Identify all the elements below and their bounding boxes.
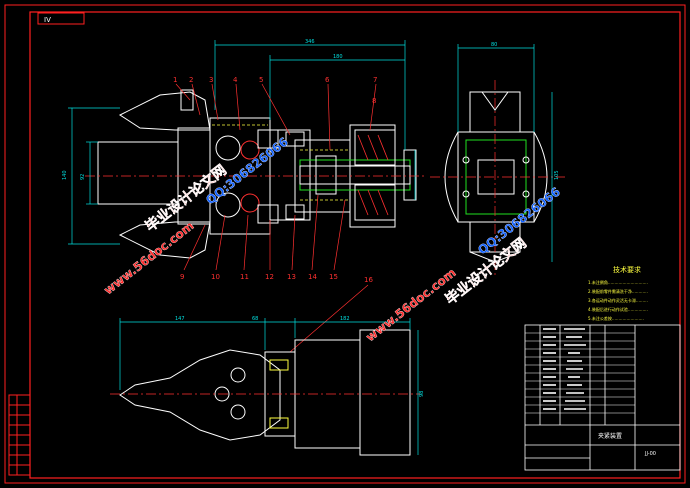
tech-req-line: 1.未注倒角………………………… [588, 279, 648, 285]
part-number: 14 [308, 273, 317, 281]
tech-req-line: 3.各运动件动作灵活无卡滞……… [588, 297, 648, 303]
part-leaders [175, 83, 377, 353]
part-number: 10 [211, 273, 220, 281]
dim-bottom-left: 147 [175, 316, 185, 322]
sheet-tag-box [37, 12, 85, 25]
front-view [97, 89, 417, 259]
part-number: 11 [240, 273, 249, 281]
outer-frame [4, 4, 686, 484]
dim-left-inner: 92 [80, 174, 86, 180]
part-number: 9 [180, 273, 184, 281]
part-number: 3 [209, 76, 213, 84]
bom-text-marks [543, 328, 586, 410]
title-block [524, 324, 681, 471]
tech-req-lines: 1.未注倒角………………………… 2.装配前零件需清洗干净………… 3.各运动件… [588, 279, 648, 321]
part-number: 15 [329, 273, 338, 281]
front-dimensions [68, 40, 416, 245]
part-number: 13 [287, 273, 296, 281]
drawing-number: JJ-00 [644, 451, 656, 457]
dim-side-height: 105 [554, 170, 560, 180]
part-number: 7 [373, 76, 377, 84]
part-number: 5 [259, 76, 263, 84]
dim-left-outer: 140 [62, 170, 68, 180]
dim-bottom-right: 182 [340, 316, 350, 322]
tech-req-line: 2.装配前零件需清洗干净………… [588, 288, 648, 294]
part-number: 16 [364, 276, 373, 284]
sheet-tag: IV [44, 16, 51, 24]
tech-req-line: 5.未注公差按…………………… [588, 315, 644, 321]
part-number: 12 [265, 273, 274, 281]
part-number: 6 [325, 76, 330, 84]
part-number: 2 [189, 76, 193, 84]
watermark-site: www.56doc.com [363, 266, 458, 345]
left-margin-strip [8, 394, 31, 476]
tech-req-heading: 技术要求 [613, 265, 641, 274]
part-number: 1 [173, 76, 177, 84]
dim-side-width: 80 [491, 42, 497, 48]
side-dimensions [457, 44, 553, 262]
dim-top-inner: 180 [333, 54, 343, 60]
inner-frame [29, 11, 681, 479]
bom-rows [525, 332, 635, 414]
part-number: 4 [233, 76, 238, 84]
part-numbers: 1 2 3 4 5 6 7 8 9 10 11 12 13 14 15 16 [173, 76, 377, 284]
bottom-dimensions [119, 318, 419, 455]
tech-req-line: 4.装配后进行动作试验…………… [588, 306, 648, 312]
dim-bottom-mid: 68 [252, 316, 258, 322]
dim-top-total: 346 [305, 39, 315, 45]
drawing-name: 夹紧装置 [598, 432, 622, 440]
part-number: 8 [372, 97, 376, 105]
dim-bottom-height: 98 [419, 391, 425, 397]
